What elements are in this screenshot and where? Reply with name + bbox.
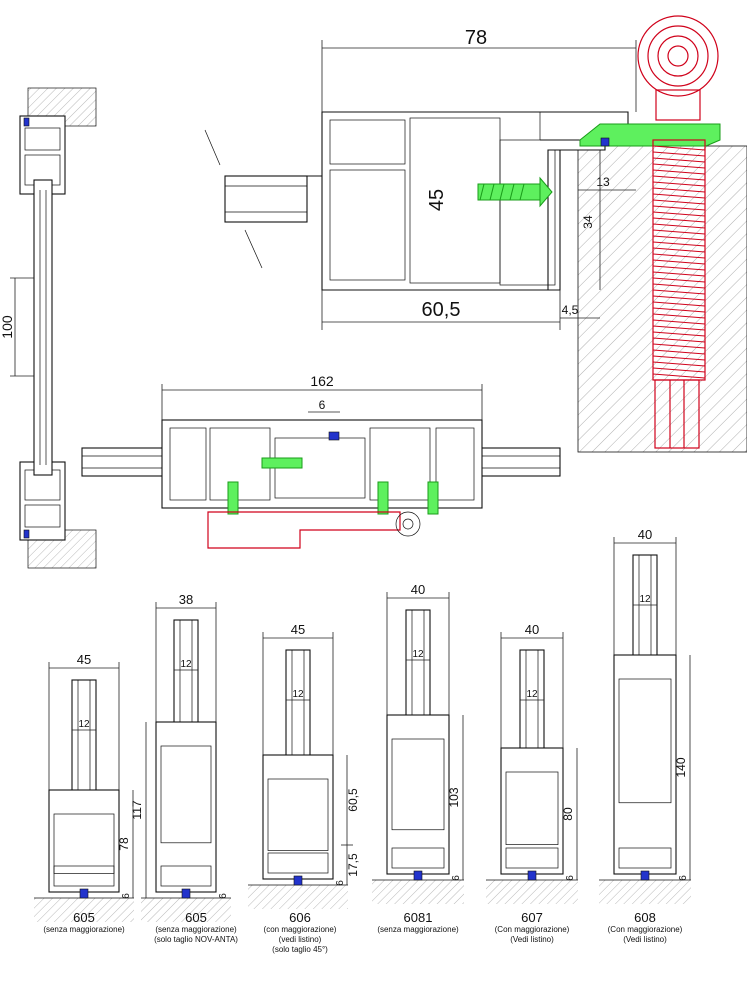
glass-pane: [71, 679, 97, 811]
profile-caption: 608(Con maggiorazione)(Vedi listino): [585, 910, 705, 945]
profile-1: 45 12 78 6: [34, 652, 134, 922]
profile-caption: 6081(senza maggiorazione): [358, 910, 478, 935]
dim-glass: 12: [292, 689, 304, 700]
dim-glass: 12: [526, 689, 538, 700]
floor-hatch: [34, 898, 134, 922]
dim-60-5: 60,5: [422, 299, 461, 321]
seal: [640, 870, 650, 881]
profile-note: (solo taglio NOV-ANTA): [154, 935, 238, 944]
glass-pane: [405, 609, 431, 736]
seal: [181, 888, 191, 899]
profile-body: [386, 714, 450, 875]
seal: [79, 888, 89, 899]
dim-glass: 12: [639, 594, 651, 605]
dim-base: 6: [121, 893, 132, 899]
dim-162: 162: [310, 373, 334, 389]
floor-hatch: [372, 880, 464, 904]
dim-base: 6: [451, 875, 462, 881]
profile-note: (solo taglio 45°): [272, 945, 328, 954]
profile-note: (Con maggiorazione): [494, 925, 570, 934]
top-frame-section: 78 45 60,5 13 34 4,5: [204, 15, 747, 453]
wall-hatch-top: [577, 145, 747, 453]
profile-caption: 605(senza maggiorazione)(solo taglio NOV…: [136, 910, 256, 945]
profile-body: [155, 721, 217, 893]
dim-45: 45: [426, 189, 448, 211]
sash-glass-top: [224, 175, 308, 223]
left-vertical-section: 100: [0, 87, 97, 569]
profile-code: 607: [521, 910, 543, 925]
dim-height: 78: [117, 837, 131, 851]
dim-height: 117: [130, 800, 144, 819]
dim-6: 6: [319, 398, 326, 412]
profile-note: (senza maggiorazione): [43, 925, 125, 934]
profile-4: 40 12 103 6: [372, 582, 464, 904]
dim-base: 6: [678, 875, 689, 881]
profile-caption: 605(senza maggiorazione): [24, 910, 144, 935]
floor-hatch: [486, 880, 578, 904]
screw-mid-v: [227, 481, 439, 515]
profile-body: [48, 789, 120, 893]
profile-5: 40 12 80 6: [486, 622, 578, 904]
dim-glass: 12: [78, 719, 90, 730]
profile-note: (Vedi listino): [510, 935, 554, 944]
dim-width: 45: [77, 652, 91, 667]
seal: [527, 870, 537, 881]
seal-top: [600, 137, 610, 147]
profile-3: 45 12 60,5 17,56: [248, 622, 360, 909]
profile-body: [500, 747, 564, 875]
profile-code: 606: [289, 910, 311, 925]
screw-top: [477, 176, 553, 208]
dim-width: 45: [291, 622, 305, 637]
profile-code: 605: [73, 910, 95, 925]
dim-34: 34: [581, 215, 595, 229]
hinge-red: [207, 511, 401, 549]
dim-4-5: 4,5: [562, 303, 579, 317]
profile-caption: 606(con maggiorazione)(vedi listino)(sol…: [240, 910, 360, 955]
profile-body: [262, 754, 334, 880]
dim-height: 103: [447, 787, 461, 807]
dim-100: 100: [0, 315, 15, 339]
dim-height: 140: [674, 757, 688, 777]
floor-hatch: [599, 880, 691, 904]
floor-hatch: [141, 898, 231, 922]
profile-note: (senza maggiorazione): [377, 925, 459, 934]
profile-code: 6081: [403, 910, 433, 925]
profile-2: 38 12 117 6: [130, 592, 231, 922]
dim-glass: 12: [412, 649, 424, 660]
wall-anchor-top: [637, 15, 719, 449]
profile-code: 605: [185, 910, 207, 925]
left-glass: [33, 179, 53, 476]
seal: [293, 875, 303, 886]
profile-code: 608: [634, 910, 656, 925]
dim-width: 40: [411, 582, 425, 597]
dim-base: 6: [218, 893, 229, 899]
dim-base: 6: [565, 875, 576, 881]
profile-6: 40 12 140 6: [599, 527, 691, 904]
profile-note: (senza maggiorazione): [155, 925, 237, 934]
dim-height-b: 17,5: [346, 853, 360, 877]
profile-note: (con maggiorazione): [263, 925, 337, 934]
middle-mullion-section: 162 6: [81, 373, 561, 549]
dim-78: 78: [465, 27, 487, 49]
profile-note: (Vedi listino): [623, 935, 667, 944]
profile-caption: 607(Con maggiorazione)(Vedi listino): [472, 910, 592, 945]
dim-height: 80: [561, 807, 575, 821]
dim-height-a: 60,5: [346, 788, 360, 812]
profile-note: (Con maggiorazione): [607, 925, 683, 934]
floor-hatch: [248, 885, 348, 909]
profile-body: [613, 654, 677, 875]
dim-base: 6: [335, 880, 346, 886]
dim-glass: 12: [180, 659, 192, 670]
dim-width: 40: [525, 622, 539, 637]
dim-width: 40: [638, 527, 652, 542]
dim-13: 13: [596, 175, 610, 189]
dim-width: 38: [179, 592, 193, 607]
seal: [413, 870, 423, 881]
profiles-row: 451278638121176451260,517,56401210364012…: [34, 527, 691, 922]
screw-mid-h: [261, 457, 303, 469]
profile-note: (vedi listino): [278, 935, 322, 944]
